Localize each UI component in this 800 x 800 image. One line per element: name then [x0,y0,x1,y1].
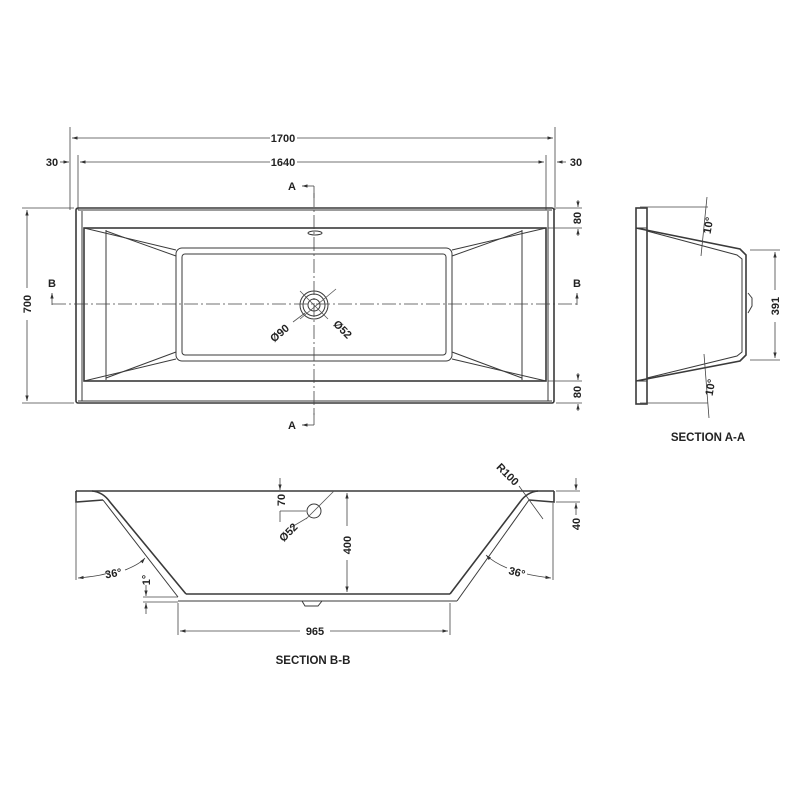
section-b-marker-left: B [48,278,56,290]
section-a-view: 10° 10° 391 SECTION A-A [635,196,782,444]
dim-rim-bottom: 80 [572,386,584,398]
dim-rim-right: 30 [570,157,582,169]
section-b-title: SECTION B-B [276,655,351,667]
angle-right: 36° [507,565,526,581]
angle-left: 36° [104,567,122,582]
section-a-marker-bottom: A [288,420,296,432]
section-b-marker-right: B [573,278,581,290]
dim-rim-thickness: 40 [571,518,583,530]
section-a-marker-top: A [288,181,296,193]
dim-rim-left: 30 [46,157,58,169]
dim-base-length: 965 [306,626,324,638]
dim-overall-length: 1700 [271,133,295,145]
dim-overflow-height: 70 [276,494,288,506]
label-overflow-dia: Ø52 [277,521,300,544]
dim-inner-length: 1640 [271,157,295,169]
label-radius: R100 [494,461,521,488]
label-waste-outer-dia: Ø90 [268,322,292,345]
dim-overall-width: 700 [22,295,34,313]
dim-rim-top: 80 [572,212,584,224]
label-waste-inner-dia: Ø52 [331,318,354,341]
section-b-view: Ø52 70 400 R100 40 36° 36° 1° [75,461,583,667]
dim-depth: 400 [342,536,354,554]
dim-base-width: 391 [770,297,782,315]
angle-floor: 1° [141,575,153,586]
section-a-title: SECTION A-A [671,432,745,444]
angle-top: 10° [702,216,717,234]
plan-view: 1700 1640 30 30 [22,127,584,432]
angle-bottom: 10° [704,378,719,396]
